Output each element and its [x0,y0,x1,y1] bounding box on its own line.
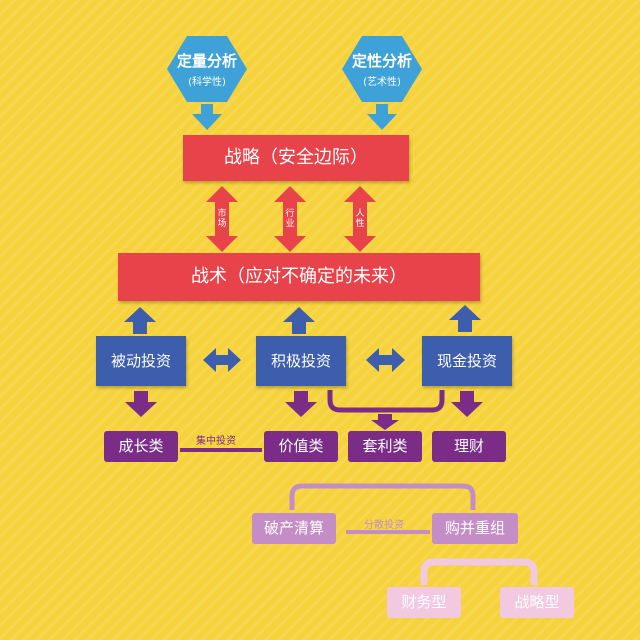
active-investment-label: 积极投资 [270,351,331,370]
bankruptcy-liquidation-box: 破产清算 [252,513,336,544]
strategic-type-box: 战略型 [500,587,574,618]
qual-analysis-subtitle: (艺术性) [363,77,401,88]
arbitrage-category-label: 套利类 [362,437,408,456]
tactics-box: 战术（应对不确定的未来） [118,253,480,301]
passive-active-double-arrow [203,348,241,372]
diversified-investment-label: 分散投资 [364,520,404,531]
value-category-box: 价值类 [264,431,338,462]
passive-investment-box: 被动投资 [96,336,186,386]
type-bracket [420,558,538,585]
growth-category-label: 成长类 [118,437,164,456]
passive-investment-label: 被动投资 [110,351,171,370]
cash-investment-label: 现金投资 [436,351,497,370]
cash-down-arrow [451,391,483,417]
factor-market-label: 市场 [217,209,227,229]
quant-analysis-subtitle: (科学性) [188,77,226,88]
cash-up-arrow [449,305,481,332]
arbitrage-bracket [327,390,445,413]
factor-industry-label: 行业 [285,209,295,229]
market-double-arrow [206,186,238,252]
qual-analysis-title: 定性分析 [351,52,412,70]
quant-analysis-title: 定量分析 [176,52,237,70]
tactics-label: 战术（应对不确定的未来） [191,266,407,288]
quant-down-arrow [192,104,222,130]
merger-restructuring-label: 购并重组 [444,519,505,538]
active-down-arrow [285,391,317,417]
wealth-management-box: 理财 [432,431,506,462]
merger-bracket [289,483,476,510]
qual-analysis-hexagon: 定性分析 (艺术性) [342,36,422,102]
active-up-arrow [283,307,315,334]
industry-double-arrow [274,186,306,252]
concentrated-investment-label: 集中投资 [196,436,236,447]
passive-down-arrow [125,391,157,417]
arbitrage-category-box: 套利类 [348,431,422,462]
factor-human-nature-label: 人性 [355,209,365,229]
cash-investment-box: 现金投资 [422,336,512,386]
financial-type-box: 财务型 [387,587,461,618]
merger-restructuring-box: 购并重组 [432,513,518,544]
strategic-type-label: 战略型 [514,593,560,612]
human-nature-double-arrow [344,186,376,252]
wealth-management-label: 理财 [453,437,484,456]
strategy-label: 战略（安全边际） [224,147,368,169]
arbitrage-down-arrow [371,414,399,430]
value-category-label: 价值类 [278,437,324,456]
growth-category-box: 成长类 [104,431,178,462]
active-cash-double-arrow [366,348,405,372]
bankruptcy-liquidation-label: 破产清算 [263,519,324,538]
active-investment-box: 积极投资 [256,336,346,386]
strategy-box: 战略（安全边际） [183,135,409,181]
qual-down-arrow [367,104,397,130]
passive-up-arrow [124,307,156,334]
financial-type-label: 财务型 [401,593,447,612]
